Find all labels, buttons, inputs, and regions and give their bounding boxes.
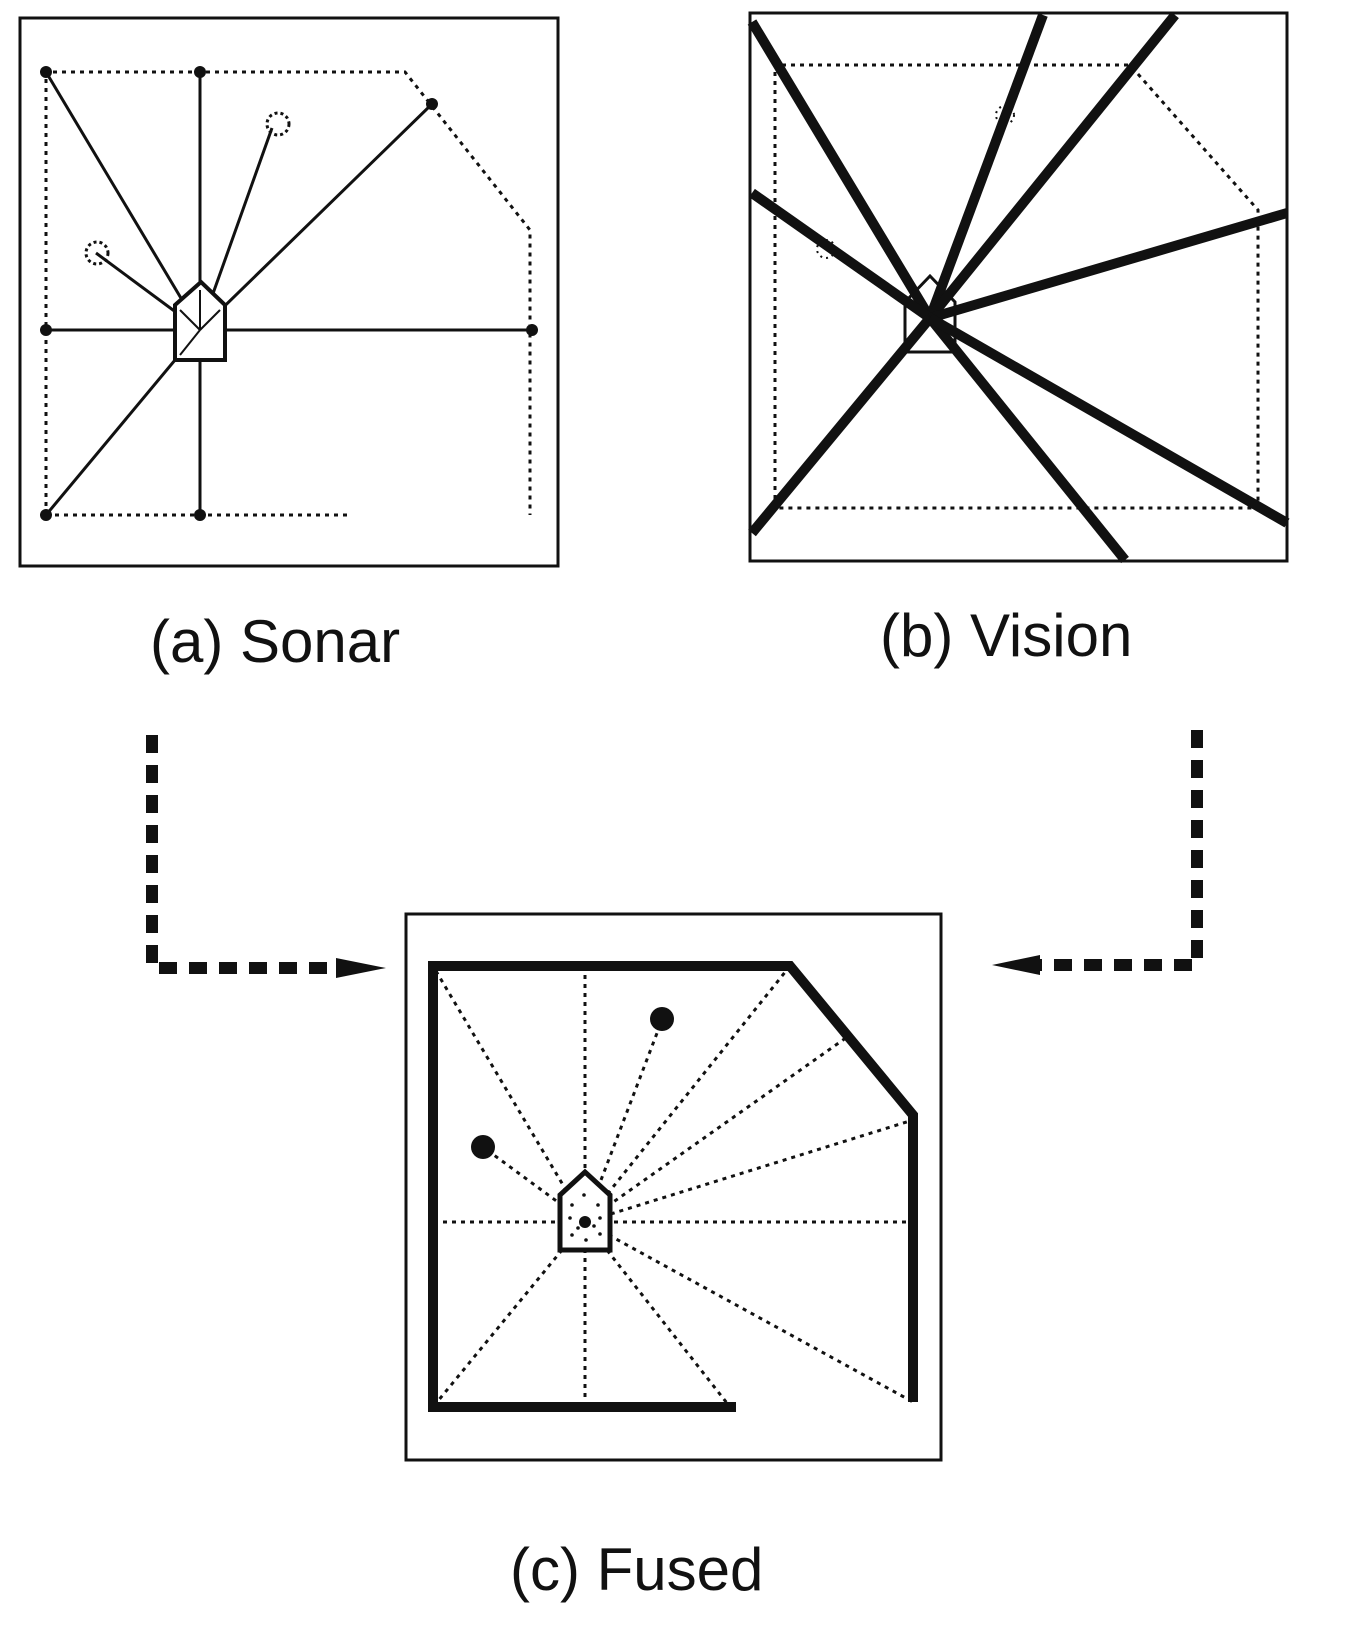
fusion-arrow-right bbox=[992, 730, 1203, 975]
sonar-panel bbox=[18, 16, 560, 568]
fused-robot-interior bbox=[568, 1193, 602, 1242]
vision-robot-icon bbox=[903, 273, 957, 354]
sonar-obstacle-return bbox=[84, 240, 110, 266]
sonar-caption: (a) Sonar bbox=[150, 608, 401, 675]
fused-panel bbox=[404, 912, 943, 1462]
sonar-robot-rays bbox=[179, 290, 221, 356]
sonar-frame bbox=[18, 16, 560, 568]
fused-robot-icon bbox=[557, 1168, 613, 1253]
fused-robot-center bbox=[579, 1216, 591, 1228]
fused-obstacle bbox=[471, 1135, 495, 1159]
arrow-head-left-icon bbox=[992, 955, 1040, 975]
sonar-room-outline bbox=[44, 70, 532, 515]
fused-wall-outline bbox=[428, 961, 918, 1412]
vision-room-outline bbox=[773, 63, 1260, 510]
sonar-rays bbox=[44, 71, 532, 516]
arrow-head-right-icon bbox=[336, 958, 386, 978]
vision-caption: (b) Vision bbox=[880, 602, 1133, 669]
vision-bearing-lines bbox=[747, 11, 1290, 564]
fused-caption: (c) Fused bbox=[510, 1536, 764, 1603]
fusion-arrow-left bbox=[146, 735, 386, 978]
fused-obstacle bbox=[650, 1007, 674, 1031]
sonar-ray-endpoints bbox=[40, 66, 538, 521]
vision-panel bbox=[747, 11, 1290, 564]
fused-frame bbox=[404, 912, 943, 1462]
sonar-obstacle-return bbox=[265, 111, 291, 137]
vision-frame bbox=[748, 11, 1289, 563]
